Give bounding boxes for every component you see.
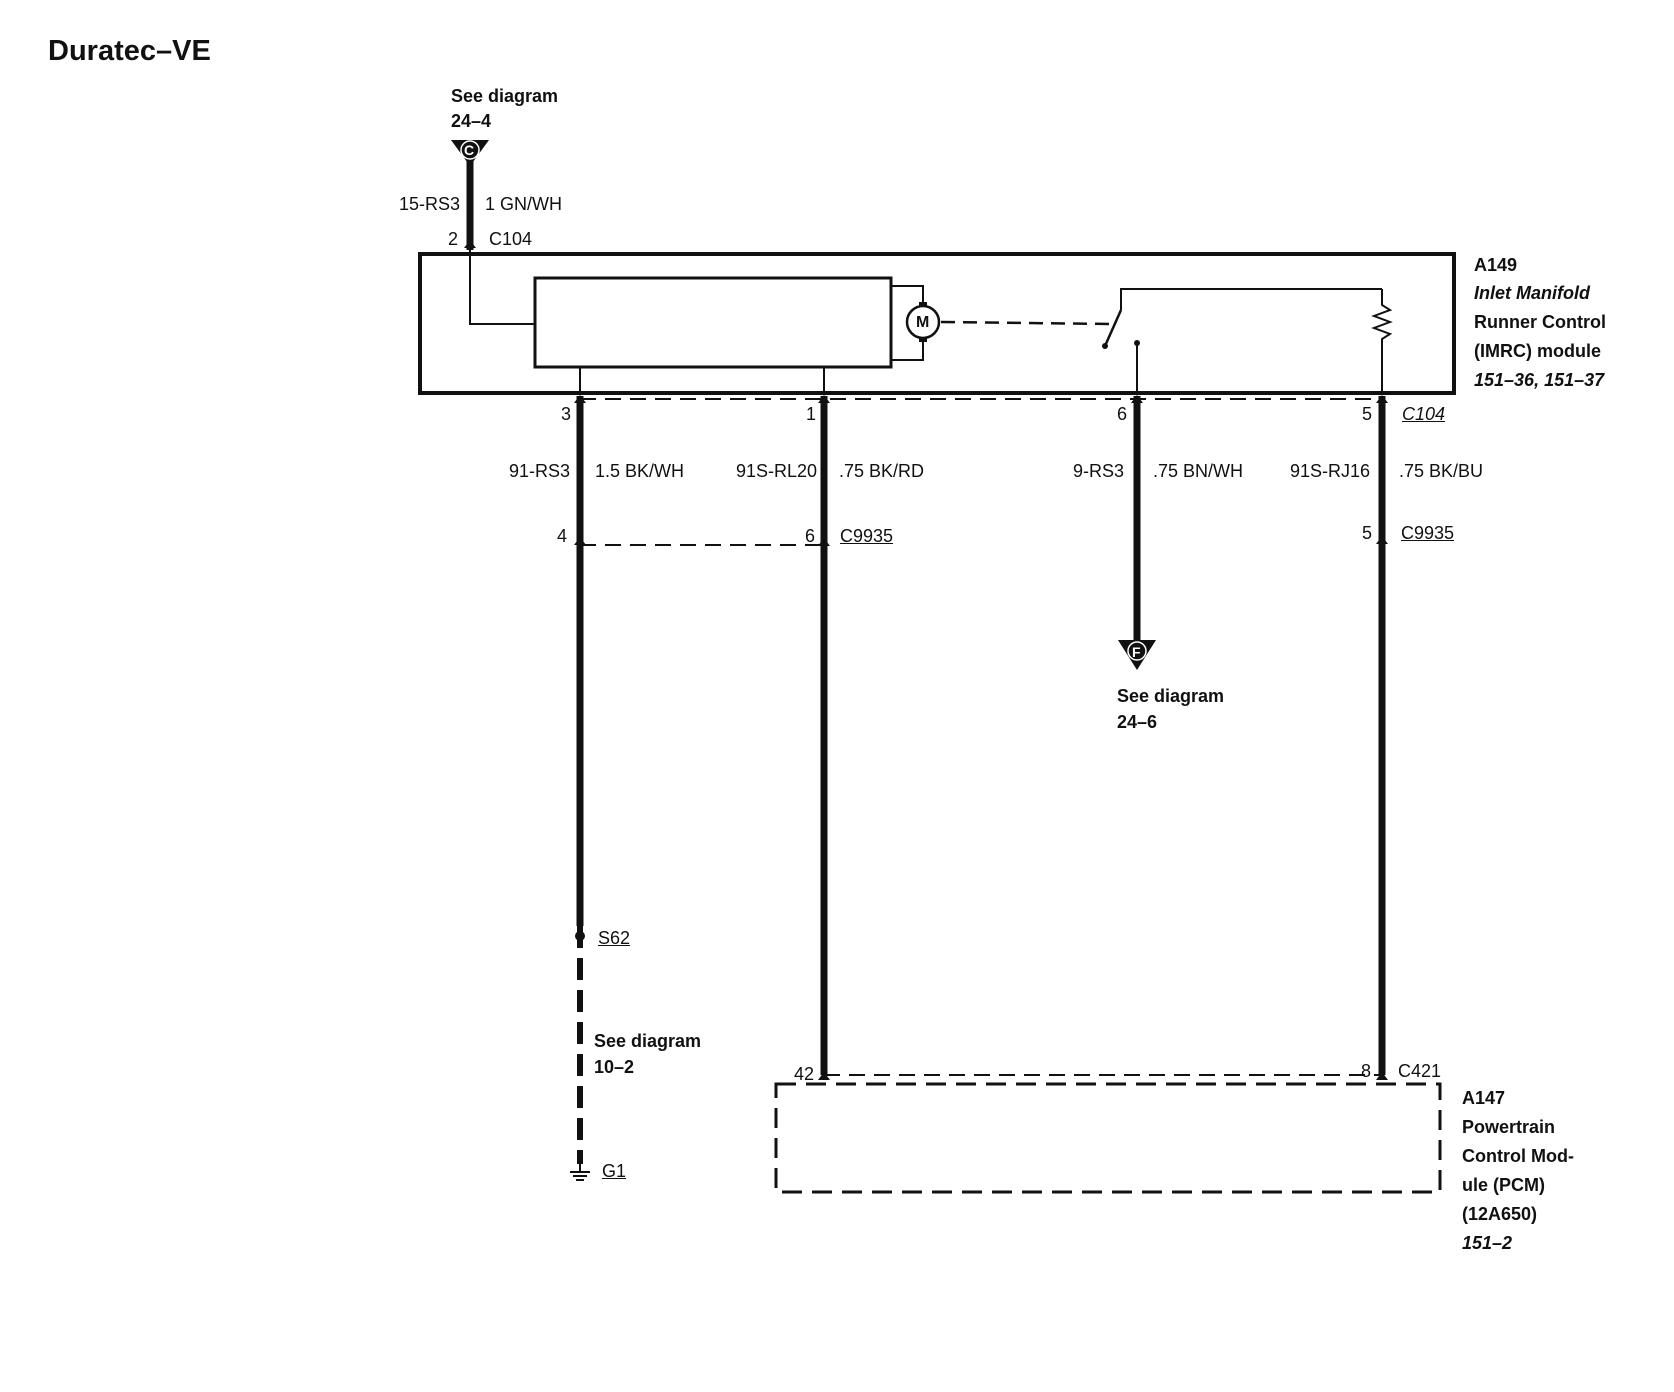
splice-dot bbox=[575, 931, 585, 941]
imrc-control-block bbox=[533, 276, 893, 369]
top-ref-num: 24–4 bbox=[451, 111, 492, 131]
pcm-page: 151–2 bbox=[1462, 1233, 1513, 1253]
wire1-pin-mid: 4 bbox=[557, 526, 568, 546]
imrc-name-1: Inlet Manifold bbox=[1474, 283, 1590, 303]
imrc-name-3: (IMRC) module bbox=[1474, 341, 1601, 361]
top-ref-letter: C bbox=[464, 142, 475, 158]
imrc-name-2: Runner Control bbox=[1474, 312, 1606, 332]
top-wire-pin: 2 bbox=[448, 229, 459, 249]
wire4-pin-bottom: 8 bbox=[1361, 1061, 1372, 1081]
right-ref-letter: F bbox=[1132, 644, 1141, 660]
wire1-circuit: 91-RS3 bbox=[508, 461, 570, 481]
right-ref-text: See diagram bbox=[1117, 686, 1225, 706]
top-wire-gauge: 1 GN/WH bbox=[485, 194, 563, 214]
wire4-bottom-connector: C421 bbox=[1398, 1061, 1442, 1081]
wire2-pin-top: 1 bbox=[806, 404, 817, 424]
page-title: Duratec–VE bbox=[48, 35, 211, 67]
wire2-pin-bottom: 42 bbox=[794, 1064, 815, 1084]
mechanical-link bbox=[940, 320, 1113, 326]
wire2-mid-connector: C9935 bbox=[840, 526, 894, 546]
wire1-pin-top: 3 bbox=[561, 404, 572, 424]
wire4-pin-top: 5 bbox=[1362, 404, 1373, 424]
wire4-gauge: .75 BK/BU bbox=[1399, 461, 1484, 481]
top-ref-text: See diagram bbox=[451, 86, 559, 106]
ground-icon bbox=[570, 1163, 590, 1181]
resistor-icon bbox=[1371, 289, 1393, 393]
pcm-name-1: Powertrain bbox=[1462, 1117, 1556, 1137]
pcm-name-3: ule (PCM) bbox=[1462, 1175, 1545, 1195]
pcm-id: A147 bbox=[1462, 1088, 1506, 1108]
wire1-gauge: 1.5 BK/WH bbox=[595, 461, 685, 481]
pcm-name-2: Control Mod- bbox=[1462, 1146, 1574, 1166]
ground-label: G1 bbox=[602, 1161, 627, 1181]
wire3-gauge: .75 BN/WH bbox=[1153, 461, 1244, 481]
top-wire-circuit: 15-RS3 bbox=[398, 194, 460, 214]
motor-label: M bbox=[916, 314, 930, 331]
wire2-pin-mid: 6 bbox=[805, 526, 816, 546]
imrc-module-box bbox=[418, 252, 1456, 395]
wire3-circuit: 9-RS3 bbox=[1072, 461, 1124, 481]
switch-lines bbox=[1120, 288, 1382, 310]
ground-ref-text: See diagram bbox=[594, 1031, 702, 1051]
top-wire-connector: C104 bbox=[489, 229, 533, 249]
pcm-module-box bbox=[774, 1082, 1442, 1194]
wire3-pin-top: 6 bbox=[1117, 404, 1128, 424]
right-ref-num: 24–6 bbox=[1117, 712, 1158, 732]
wire2-circuit: 91S-RL20 bbox=[735, 461, 817, 481]
wire4-top-connector: C104 bbox=[1402, 404, 1446, 424]
wire4-circuit: 91S-RJ16 bbox=[1289, 461, 1370, 481]
wire4-pin-mid: 5 bbox=[1362, 523, 1373, 543]
wire4-mid-connector: C9935 bbox=[1401, 523, 1455, 543]
ground-ref-num: 10–2 bbox=[594, 1057, 635, 1077]
imrc-pages: 151–36, 151–37 bbox=[1474, 370, 1605, 390]
wire2-gauge: .75 BK/RD bbox=[839, 461, 925, 481]
imrc-id: A149 bbox=[1474, 255, 1518, 275]
splice-label: S62 bbox=[598, 928, 631, 948]
pcm-name-4: (12A650) bbox=[1462, 1204, 1538, 1224]
